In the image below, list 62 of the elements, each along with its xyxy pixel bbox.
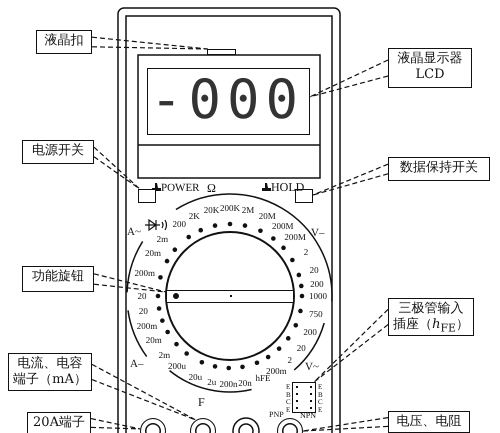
range-label: 20 bbox=[310, 265, 319, 276]
callout-box: 三极管输入插座（h$_{FE}$） bbox=[388, 298, 474, 336]
mode-label: V~ bbox=[305, 361, 319, 373]
callout-box: 功能旋钮 bbox=[22, 266, 94, 292]
range-label: 1000 bbox=[309, 291, 327, 301]
power-button bbox=[138, 189, 156, 203]
range-label: 20M bbox=[258, 211, 276, 222]
range-label: 2 bbox=[304, 247, 308, 257]
socket-label: PNP bbox=[269, 410, 284, 419]
leader-line bbox=[302, 417, 389, 432]
leader-line bbox=[91, 364, 197, 421]
transistor-socket bbox=[292, 382, 316, 413]
button-label: Ω bbox=[207, 182, 216, 195]
range-label: 200M bbox=[272, 220, 294, 231]
mode-label: V– bbox=[311, 227, 324, 239]
display-digits: -000 bbox=[150, 72, 304, 127]
range-label: 200M bbox=[284, 232, 306, 242]
range-label: 20K bbox=[204, 204, 220, 215]
range-label: 20m bbox=[146, 335, 162, 345]
leader-line bbox=[312, 164, 389, 196]
range-label: 2K bbox=[188, 210, 200, 221]
callout-box: 电流、电容端子（mA） bbox=[8, 353, 92, 391]
leader-line bbox=[91, 36, 208, 50]
range-label: 20 bbox=[296, 342, 306, 353]
range-label: 200 bbox=[310, 278, 324, 289]
lcd-screen bbox=[147, 68, 310, 135]
range-label: 2M bbox=[242, 204, 254, 215]
leader-line bbox=[93, 146, 140, 190]
leader-line bbox=[309, 59, 389, 98]
leader-line bbox=[313, 308, 389, 383]
range-label: 200K bbox=[220, 203, 240, 213]
range-label: 20n bbox=[238, 378, 252, 388]
range-label: 20 bbox=[138, 306, 148, 316]
range-label: 2u bbox=[207, 377, 216, 388]
range-label: 2m bbox=[156, 234, 168, 244]
range-label: 200n bbox=[219, 378, 238, 389]
callout-box: 液晶显示器 LCD bbox=[388, 48, 472, 88]
button-label: POWER bbox=[161, 182, 200, 194]
callout-box: 数据保持开关 bbox=[388, 157, 490, 181]
callout-box: 电压、电阻 bbox=[388, 411, 470, 433]
lcd-clip bbox=[207, 49, 236, 55]
range-label: 20m bbox=[145, 248, 162, 258]
callout-box: 电源开关 bbox=[22, 140, 94, 164]
leader-line bbox=[93, 273, 167, 293]
socket-label: NPN bbox=[300, 411, 316, 420]
mode-label: A~ bbox=[127, 226, 141, 238]
range-label: 2m bbox=[158, 350, 170, 360]
range-label: 200m bbox=[136, 321, 158, 332]
callout-box: 20A端子 bbox=[27, 412, 91, 433]
callout-box: 液晶扣 bbox=[36, 30, 92, 54]
range-label: 200m bbox=[134, 268, 155, 278]
range-label: 200 bbox=[303, 326, 317, 337]
range-label: 20 bbox=[138, 291, 146, 301]
range-label: 20u bbox=[188, 372, 202, 382]
mode-label: F bbox=[198, 396, 205, 409]
button-label: HOLD bbox=[271, 181, 304, 194]
range-label: 200 bbox=[172, 218, 186, 229]
range-label: 2 bbox=[288, 355, 292, 366]
range-label: 200u bbox=[168, 361, 186, 372]
mode-label: A– bbox=[130, 358, 144, 370]
range-label: 750 bbox=[309, 309, 323, 320]
leader-line bbox=[90, 418, 141, 430]
